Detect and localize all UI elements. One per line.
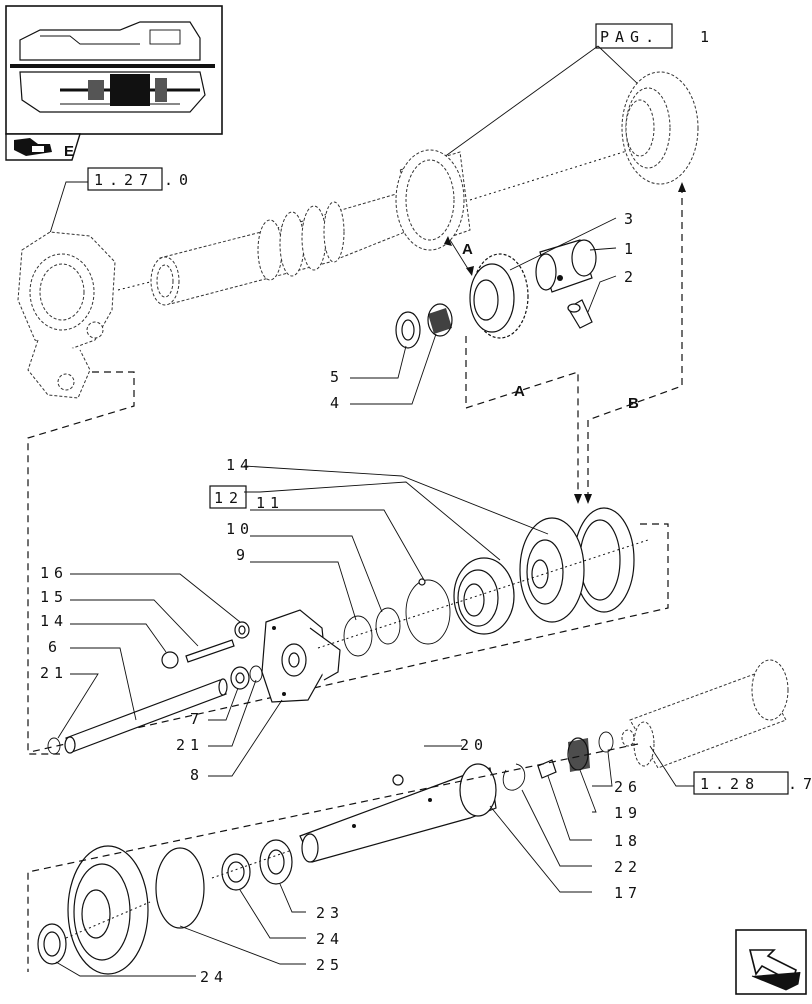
- callout-21-left[interactable]: 21: [40, 664, 68, 682]
- needle-bearing-24-left[interactable]: [37, 923, 67, 965]
- needle-bearing-19[interactable]: [567, 737, 590, 772]
- next-page-button[interactable]: [735, 929, 807, 995]
- callout-6[interactable]: 6: [48, 638, 62, 656]
- main-shaft-ghost: [150, 149, 471, 306]
- callout-10[interactable]: 10: [226, 520, 254, 538]
- callout-18[interactable]: 18: [614, 832, 642, 850]
- leader-lines: [55, 217, 617, 977]
- section-code: E: [64, 143, 74, 160]
- callout-23[interactable]: 23: [316, 904, 344, 922]
- callout-5[interactable]: 5: [330, 368, 344, 386]
- callout-20[interactable]: 20: [460, 736, 488, 754]
- washer-16[interactable]: [234, 621, 250, 639]
- nut-14[interactable]: [161, 651, 179, 669]
- shaft-6[interactable]: [64, 678, 228, 754]
- spline-shaft-ghost: [621, 659, 789, 769]
- callout-19[interactable]: 19: [614, 804, 642, 822]
- top-gear-ghost: [621, 71, 699, 185]
- callout-7[interactable]: 7: [190, 710, 204, 728]
- callout-11[interactable]: 11: [256, 494, 284, 512]
- ref-1-27-suffix: .0: [164, 171, 194, 189]
- callout-24-mid[interactable]: 24: [316, 930, 344, 948]
- gear-3[interactable]: [469, 253, 529, 339]
- ref-1-28-7[interactable]: 1.28 .7: [693, 771, 812, 795]
- snap-ring-9[interactable]: [375, 607, 401, 645]
- callout-1[interactable]: 1: [624, 240, 638, 258]
- page-reference[interactable]: PAG. 1: [595, 23, 715, 49]
- needle-bearing-24-mid[interactable]: [221, 853, 251, 891]
- ring-21-left[interactable]: [47, 737, 61, 755]
- circlip-22[interactable]: [502, 763, 526, 791]
- callout-4[interactable]: 4: [330, 394, 344, 412]
- snap-ring-10[interactable]: [405, 578, 451, 645]
- ball-20[interactable]: [392, 774, 404, 786]
- sleeve-1[interactable]: [535, 239, 597, 293]
- pin-2[interactable]: [567, 299, 593, 329]
- callout-26[interactable]: 26: [614, 778, 642, 796]
- callout-13[interactable]: 14: [226, 456, 254, 474]
- callout-16[interactable]: 16: [40, 564, 68, 582]
- pin-18[interactable]: [537, 759, 557, 779]
- needle-bearing-4[interactable]: [427, 303, 453, 337]
- callout-17[interactable]: 17: [614, 884, 642, 902]
- washer-23[interactable]: [259, 839, 293, 885]
- ring-21-mid[interactable]: [249, 665, 263, 683]
- transmission-cutaway-thumbnail: [10, 21, 215, 113]
- callout-14[interactable]: 14: [40, 612, 68, 630]
- callout-24-left[interactable]: 24: [200, 968, 228, 986]
- page-number: 1: [700, 28, 715, 46]
- book-section-icon: [14, 138, 52, 156]
- bolt-15[interactable]: [185, 639, 235, 663]
- connector-a-mid: A: [514, 383, 525, 400]
- gear-cluster-13[interactable]: [519, 507, 635, 623]
- callout-8[interactable]: 8: [190, 766, 204, 784]
- gear-cluster-25[interactable]: [67, 845, 205, 975]
- callout-22[interactable]: 22: [614, 858, 642, 876]
- bearing-11[interactable]: [453, 557, 515, 635]
- section-tab[interactable]: E: [5, 133, 81, 161]
- thumbnail-panel[interactable]: [5, 5, 223, 135]
- callout-labels: 3 1 2 5 4 14 11 10 9 16 15 14 6 21 7 21 …: [40, 210, 642, 986]
- ring-26[interactable]: [598, 731, 614, 753]
- washer-7[interactable]: [230, 666, 250, 690]
- callout-9[interactable]: 9: [236, 546, 250, 564]
- callout-2[interactable]: 2: [624, 268, 638, 286]
- ref-1-28-boxed: 1.28: [700, 775, 760, 793]
- ref-1-27-boxed: 1.27: [94, 171, 154, 189]
- housing-ghost: [17, 231, 116, 399]
- callout-25[interactable]: 25: [316, 956, 344, 974]
- ref-1-28-suffix: .7: [788, 775, 812, 793]
- ref-12[interactable]: 12: [209, 485, 247, 509]
- next-page-arrow-icon: [748, 949, 801, 991]
- connector-b: B: [628, 395, 639, 412]
- callout-15[interactable]: 15: [40, 588, 68, 606]
- ref-12-boxed: 12: [214, 489, 244, 507]
- washer-5[interactable]: [395, 311, 421, 349]
- connector-a-top: A: [462, 241, 473, 258]
- callout-21-mid[interactable]: 21: [176, 736, 204, 754]
- shaft-17[interactable]: [299, 763, 497, 863]
- seal-ring-16[interactable]: [343, 615, 373, 657]
- cover-plate-8[interactable]: [261, 609, 341, 703]
- callout-3[interactable]: 3: [624, 210, 638, 228]
- page-box-label: PAG.: [600, 28, 660, 46]
- ref-1-27-0[interactable]: 1.27 .0: [87, 167, 194, 191]
